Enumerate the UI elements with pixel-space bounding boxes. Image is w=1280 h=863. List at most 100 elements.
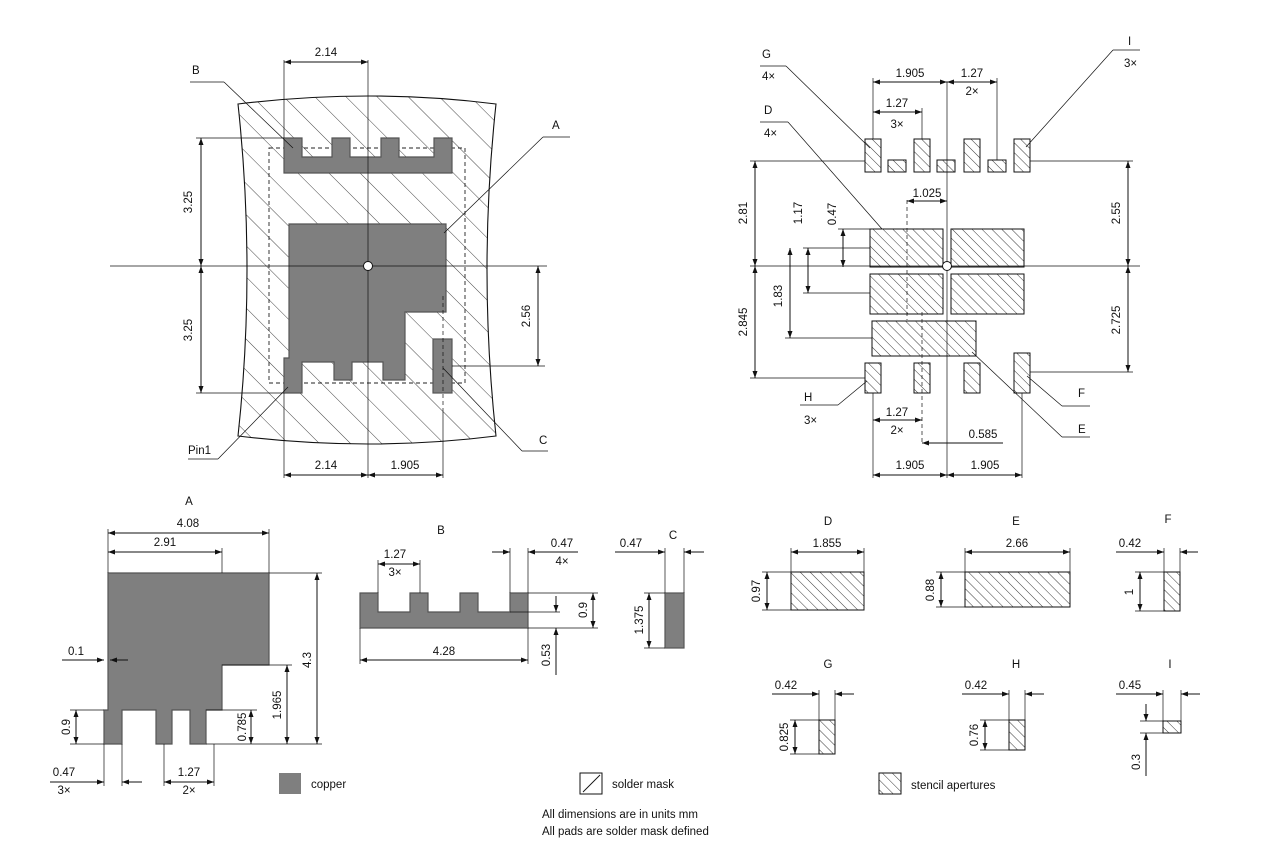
dim-1.025: 1.025 [913,188,942,200]
callout-B: B [192,65,200,77]
dim-A-2.91: 2.91 [154,537,176,549]
legend-stencil-label: stencil apertures [911,780,996,792]
stencil-H-1 [864,362,882,394]
note-units: All dimensions are in units mm [542,809,698,821]
dim-top-2.14: 2.14 [315,47,338,59]
callout-A: A [552,120,560,132]
detail-G-pad [818,719,836,755]
dim-left-lower-3.25: 3.25 [183,319,195,341]
dim-A-0.9: 0.9 [61,719,73,735]
callout-G: G [762,49,771,61]
detail-B-label: B [437,525,445,537]
stencil-D-3 [869,273,944,315]
detail-D-label: D [824,516,832,528]
detail-H-pad [1008,719,1026,751]
callout-H-count: 3× [804,415,817,427]
dim-A-4.3: 4.3 [302,652,314,668]
dim-C-1.375: 1.375 [634,606,646,635]
detail-C-label: C [669,530,677,542]
dim-D-w: 1.855 [813,538,842,550]
stencil-H-3 [963,362,981,394]
dim-G-w: 0.42 [775,680,797,692]
note-solder-mask: All pads are solder mask defined [542,826,709,838]
detail-F-pad [1163,571,1181,612]
top-left-view: 2.14 3.25 3.25 2.56 2.14 1.905 B A C Pin… [110,47,570,478]
legend-copper-label: copper [311,779,346,791]
detail-G: G 0.42 0.825 [772,659,854,755]
dim-H-h: 0.76 [969,724,981,746]
dim-A-0.1: 0.1 [68,646,84,658]
stencil-G-3 [963,138,981,173]
stencil-D-2 [950,228,1025,268]
dim-B-0.53: 0.53 [541,644,553,666]
dim-B-1.27: 1.27 [384,549,406,561]
callout-pin1: Pin1 [188,445,211,457]
detail-E-label: E [1012,516,1020,528]
callout-H: H [804,392,812,404]
dim-0.47: 0.47 [827,203,839,225]
origin-mark [363,261,373,271]
stencil-F [1013,352,1031,394]
dim-0.585: 0.585 [969,429,998,441]
dim-E-w: 2.66 [1006,538,1028,550]
dim-bot-1.905-right: 1.905 [971,460,1000,472]
dim-top-1.905: 1.905 [896,68,925,80]
notes: All dimensions are in units mm All pads … [542,809,709,838]
detail-I: I 0.45 0.3 [1116,659,1200,776]
dim-F-w: 0.42 [1119,538,1141,550]
dim-A-0.47: 0.47 [53,767,75,779]
detail-G-label: G [824,659,833,671]
detail-E: E 2.66 0.88 [925,516,1071,608]
dim-bot-1.905-left: 1.905 [896,460,925,472]
dim-B-0.47-count: 4× [555,556,568,568]
detail-I-pad [1162,720,1182,734]
dim-C-0.47: 0.47 [620,538,642,550]
dim-2.845: 2.845 [738,308,750,337]
pad-C-copper [432,338,453,394]
detail-D: D 1.855 0.97 [751,516,865,611]
dim-I-h: 0.3 [1131,754,1143,770]
callout-E: E [1078,424,1086,436]
detail-H: H 0.42 0.76 [962,659,1044,751]
legend: copper solder mask stencil apertures [279,772,996,795]
stencil-G-1 [864,138,882,173]
callout-D-count: 4× [764,128,777,140]
dim-A-4.08: 4.08 [177,518,199,530]
dim-mid-1.27-count: 3× [890,119,903,131]
detail-H-label: H [1012,659,1020,671]
dim-bot-1.27: 1.27 [886,407,908,419]
dim-I-w: 0.45 [1119,680,1141,692]
callout-F: F [1078,388,1085,400]
detail-C: C 0.47 1.375 [615,530,704,649]
callout-I-count: 3× [1124,58,1137,70]
callout-I: I [1128,36,1131,48]
detail-E-pad [964,571,1071,608]
stencil-G-4 [1013,138,1031,173]
dim-2.81: 2.81 [738,202,750,224]
dim-2.55: 2.55 [1111,202,1123,224]
dim-top-1.27-count: 2× [965,86,978,98]
stencil-I-2 [936,159,956,173]
detail-A: A 4.08 2.91 0.1 0.9 0.47 3× 1.27 2× 0.78… [50,496,322,797]
callout-D: D [764,105,772,117]
dim-D-h: 0.97 [751,580,763,602]
legend-copper-swatch [279,773,301,794]
dim-A-1.965: 1.965 [272,691,284,720]
dim-B-4.28: 4.28 [433,646,455,658]
dim-right-2.56: 2.56 [521,305,533,327]
legend-stencil-swatch [878,772,902,795]
callout-C: C [539,435,547,447]
dim-bottom-1.905: 1.905 [391,460,420,472]
dim-A-1.27-count: 2× [182,785,195,797]
mask-boundary-dashed [268,147,466,384]
dim-bottom-2.14: 2.14 [315,460,338,472]
dim-A-0.785: 0.785 [237,713,249,742]
dim-F-h: 1 [1124,589,1136,595]
stencil-G-2 [913,138,931,173]
dim-G-h: 0.825 [779,723,791,752]
stencil-D-4 [950,273,1025,315]
dim-bot-1.27-count: 2× [890,425,903,437]
dim-1.83: 1.83 [773,285,785,307]
detail-C-pad [664,592,685,649]
